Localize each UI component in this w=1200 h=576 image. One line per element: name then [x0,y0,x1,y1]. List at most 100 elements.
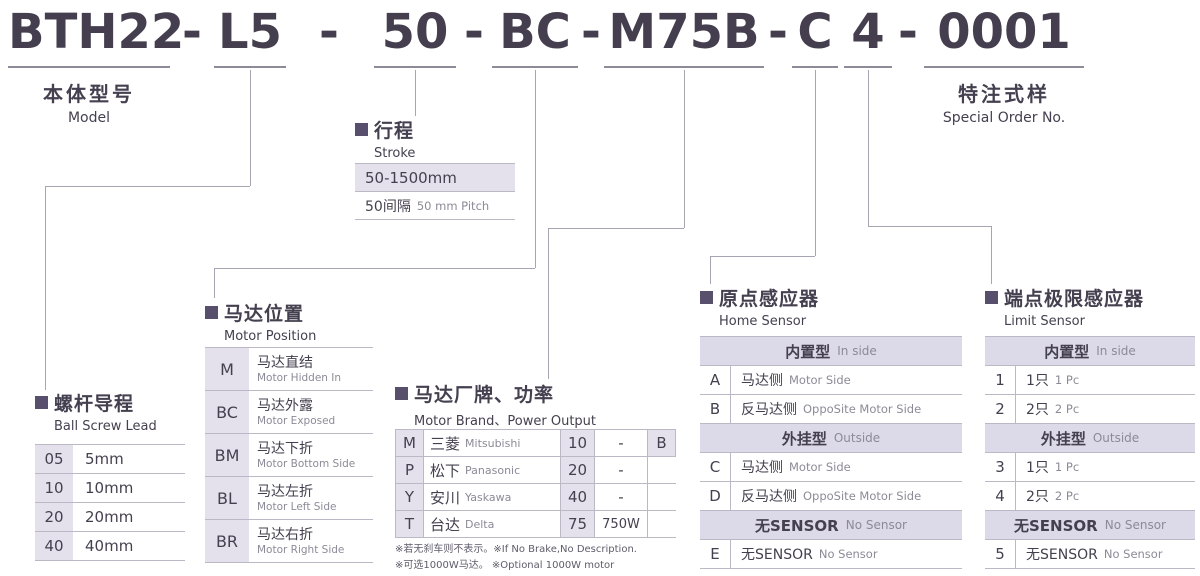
limit-sensor-header: 端点极限感应器 Limit Sensor [985,284,1144,329]
sensor-desc-en: 2 Pc [1054,489,1080,503]
table-row: M 三菱 Mitsubishi 10 - B [395,429,676,457]
sensor-desc: 1只 1 Pc [1016,366,1079,394]
sensor-code: A [700,366,731,394]
position-desc-en: Motor Hidden In [257,371,342,384]
brand-name-zh: 安川 [430,488,461,507]
sensor-desc: 1只 1 Pc [1016,453,1079,481]
connector-motor-position [214,268,535,269]
power-code: 20 [561,457,595,483]
table-row: P 松下 Panasonic 20 - [395,457,676,484]
connector-home-sensor [710,256,815,257]
ball-screw-title-zh: 螺杆导程 [54,393,135,415]
sensor-code: D [700,482,731,510]
lead-code: 10 [35,474,73,502]
stroke-range: 50-1500mm [365,168,457,187]
brand-name-en: Mitsubishi [465,436,521,450]
position-desc-en: Motor Left Side [257,500,337,513]
subheader-en: Outside [833,431,881,445]
sensor-desc-en: Motor Side [789,373,851,387]
motor-position-header: 马达位置 Motor Position [205,299,316,344]
sensor-code: C [700,453,731,481]
power-value: - [595,484,648,510]
table-subheader: 外挂型 Outside [700,424,962,453]
brand-name-en: Delta [465,517,495,531]
power-value: - [595,457,648,483]
connector-stroke [415,70,416,116]
section-marker-icon [700,291,713,304]
sensor-code: E [700,540,731,568]
sensor-code: 2 [985,395,1016,423]
motor-brand-header: 马达厂牌、功率 Motor Brand、Power Output [395,380,596,429]
motor-brand-table: M 三菱 Mitsubishi 10 - B P 松下 Panasonic 20… [395,429,676,538]
brake-note: ※若无刹车则不表示。※If No Brake,No Description. [395,544,637,555]
sensor-desc: 反马达侧 OppoSite Motor Side [731,395,921,423]
stroke-pitch-row: 50间隔 50 mm Pitch [355,192,515,220]
table-row: D 反马达侧 OppoSite Motor Side [700,482,962,511]
power-code: 10 [561,430,595,456]
position-desc: 马达直结 Motor Hidden In [249,348,341,390]
sensor-desc-en: No Sensor [1103,547,1163,561]
lead-code: 05 [35,445,73,473]
table-row: A 马达侧 Motor Side [700,366,962,395]
sensor-desc: 马达侧 Motor Side [731,366,851,394]
motor-position-title-zh: 马达位置 [224,303,305,325]
sensor-desc: 无SENSOR No Sensor [1016,540,1163,568]
connector-motor-position [535,70,536,268]
model-segment-stroke: 50 [374,6,456,68]
position-desc-zh: 马达下折 [257,440,313,457]
table-row: 5 无SENSOR No Sensor [985,540,1195,569]
lead-value: 10mm [85,479,134,497]
position-code: BR [205,520,249,562]
limit-sensor-table: 内置型 In side 1 1只 1 Pc 2 2只 2 Pc 外挂型 Outs… [985,336,1195,569]
table-row: B 反马达侧 OppoSite Motor Side [700,395,962,424]
sensor-desc-zh: 马达侧 [741,460,783,476]
model-segment-limit-sensor: 4 [844,6,892,68]
subheader-zh: 无SENSOR [1014,516,1098,535]
table-row: BM 马达下折 Motor Bottom Side [205,434,373,477]
sensor-desc-en: 1 Pc [1054,373,1080,387]
model-segment-motor-position: BC [492,6,578,68]
stroke-title-zh: 行程 [374,120,415,142]
table-subheader: 内置型 In side [985,336,1195,366]
position-desc-zh: 马达右折 [257,526,313,543]
section-marker-icon [395,387,408,400]
sensor-desc-zh: 反马达侧 [741,402,797,418]
limit-sensor-title-en: Limit Sensor [1004,314,1085,329]
table-row: 2 2只 2 Pc [985,395,1195,424]
brand-name-zh: 松下 [430,461,461,480]
home-sensor-table: 内置型 In side A 马达侧 Motor Side B 反马达侧 Oppo… [700,336,962,569]
subheader-zh: 外挂型 [781,429,827,448]
brand-name-zh: 台达 [430,515,461,534]
sensor-desc-zh: 无SENSOR [741,547,813,563]
sensor-desc-en: 1 Pc [1054,460,1080,474]
lead-value: 5mm [85,450,124,468]
home-sensor-header: 原点感应器 Home Sensor [700,284,819,329]
sensor-desc-en: Motor Side [789,460,851,474]
power-value: 750W [595,511,648,537]
brand-name-en: Panasonic [465,463,521,477]
position-code: M [205,348,249,390]
table-subheader: 内置型 In side [700,336,962,366]
subheader-zh: 内置型 [785,342,831,361]
sensor-desc-en: OppoSite Motor Side [803,402,922,416]
sensor-code: 3 [985,453,1016,481]
section-marker-icon [205,306,218,319]
brand-name: 台达 Delta [424,511,561,537]
special-order-label-zh: 特注式样 [958,82,1050,106]
connector-lead [45,186,250,187]
connector-limit-sensor [868,226,991,227]
table-row: BL 马达左折 Motor Left Side [205,477,373,520]
subheader-en: No Sensor [1104,518,1166,532]
motor-position-title-en: Motor Position [224,329,317,344]
table-row: C 马达侧 Motor Side [700,453,962,482]
position-desc: 马达左折 Motor Left Side [249,477,336,519]
table-row: 05 5mm [35,444,185,474]
position-desc: 马达下折 Motor Bottom Side [249,434,355,476]
table-row: 40 40mm [35,532,185,561]
power-value: - [595,430,648,456]
connector-motor-brand [548,228,549,379]
position-desc-zh: 马达直结 [257,354,313,371]
sensor-desc: 2只 2 Pc [1016,482,1079,510]
sensor-code: 1 [985,366,1016,394]
table-row: E 无SENSOR No Sensor [700,540,962,569]
